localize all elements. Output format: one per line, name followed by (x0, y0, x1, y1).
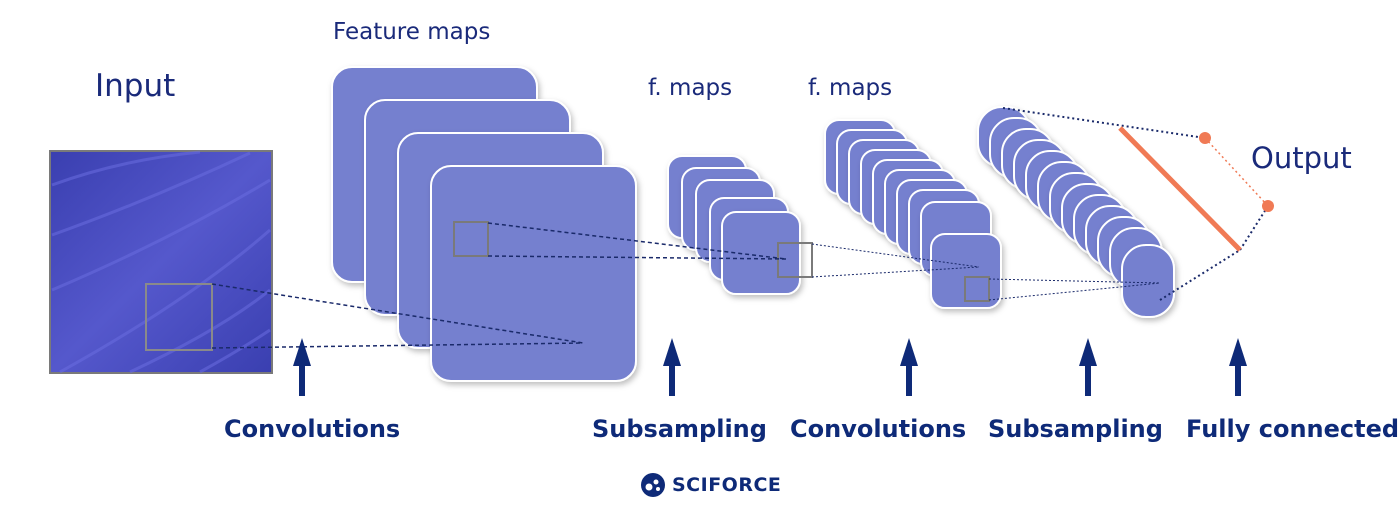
f-maps-label-2: f. maps (808, 75, 893, 101)
subsampled-stack (977, 106, 1175, 318)
input-label: Input (95, 68, 176, 104)
arrow-up-icon (900, 338, 918, 396)
arrow-up-icon (663, 338, 681, 396)
stage-label-subsampling-2: Subsampling (988, 415, 1163, 443)
input-receptive-field (145, 283, 213, 351)
feature-maps-label: Feature maps (333, 19, 491, 45)
stage-label-fully-connected: Fully connected (1186, 415, 1400, 443)
connection-lines (211, 107, 1269, 349)
feature-maps-stack (331, 66, 637, 382)
brand-name: SCIFORCE (672, 474, 782, 496)
output-label: Output (1251, 141, 1352, 175)
brand-logo: SCIFORCE (640, 472, 781, 498)
f-maps-stack-1 (667, 155, 801, 295)
arrow-up-icon (1079, 338, 1097, 396)
stage-label-convolutions-2: Convolutions (790, 415, 967, 443)
stage-label-convolutions-1: Convolutions (224, 415, 401, 443)
f-map-2-receptive-field (964, 276, 990, 302)
feature-map-receptive-field (453, 221, 489, 257)
sciforce-logo-icon (641, 473, 665, 497)
output-node (1262, 200, 1274, 212)
f-maps-label-1: f. maps (648, 75, 733, 101)
stage-arrows (293, 338, 1247, 396)
arrow-up-icon (293, 338, 311, 396)
output-node (1199, 132, 1211, 144)
f-map-1-receptive-field (777, 242, 813, 278)
stage-label-subsampling-1: Subsampling (592, 415, 767, 443)
arrow-up-icon (1229, 338, 1247, 396)
output-layer (1118, 126, 1274, 252)
input-image (49, 150, 273, 374)
f-maps-stack-2 (824, 119, 1002, 309)
